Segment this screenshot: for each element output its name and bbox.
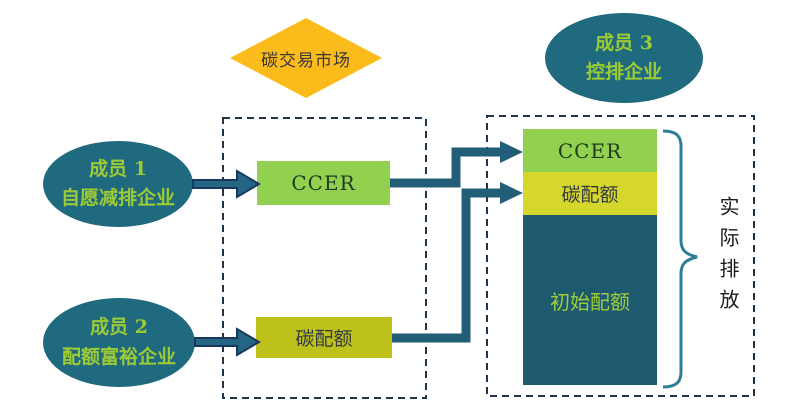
arrow-quota-to-stack <box>392 188 500 343</box>
member3-title: 成员 3 <box>595 31 653 54</box>
stack-initial-quota-label: 初始配额 <box>550 289 630 314</box>
arrow-member1-to-ccer <box>192 169 261 199</box>
carbon-market-diamond: 碳交易市场 <box>230 18 382 98</box>
market-ccer-label: CCER <box>291 171 356 195</box>
actual-emission-brace <box>662 129 698 389</box>
market-quota-label: 碳配额 <box>295 328 353 350</box>
arrow-member2-to-quota <box>194 327 261 357</box>
stack-ccer-band: CCER <box>523 129 657 172</box>
market-ccer-box: CCER <box>257 161 390 205</box>
member3-subtitle: 控排企业 <box>585 61 662 83</box>
stack-ccer-label: CCER <box>557 138 623 163</box>
member2-ellipse: 成员 2 配额富裕企业 <box>43 298 195 387</box>
member1-title: 成员 1 <box>89 157 147 180</box>
actual-emission-label: 实际排放 <box>716 196 740 320</box>
arrow-quota-to-stack-head <box>500 182 523 204</box>
arrow-ccer-to-stack-head <box>500 141 523 163</box>
member1-ellipse: 成员 1 自愿减排企业 <box>43 141 193 227</box>
stack-initial-quota-band: 初始配额 <box>523 215 657 385</box>
market-quota-box: 碳配额 <box>256 317 392 358</box>
member1-subtitle: 自愿减排企业 <box>60 187 175 209</box>
carbon-market-label: 碳交易市场 <box>261 50 351 71</box>
stack-quota-band: 碳配额 <box>523 172 657 215</box>
member3-ellipse: 成员 3 控排企业 <box>545 13 703 103</box>
member2-subtitle: 配额富裕企业 <box>61 345 176 368</box>
stack-quota-label: 碳配额 <box>561 184 619 206</box>
member2-title: 成员 2 <box>90 316 148 339</box>
emission-stack: CCER 碳配额 初始配额 <box>523 129 657 385</box>
arrow-ccer-to-stack <box>390 147 500 188</box>
